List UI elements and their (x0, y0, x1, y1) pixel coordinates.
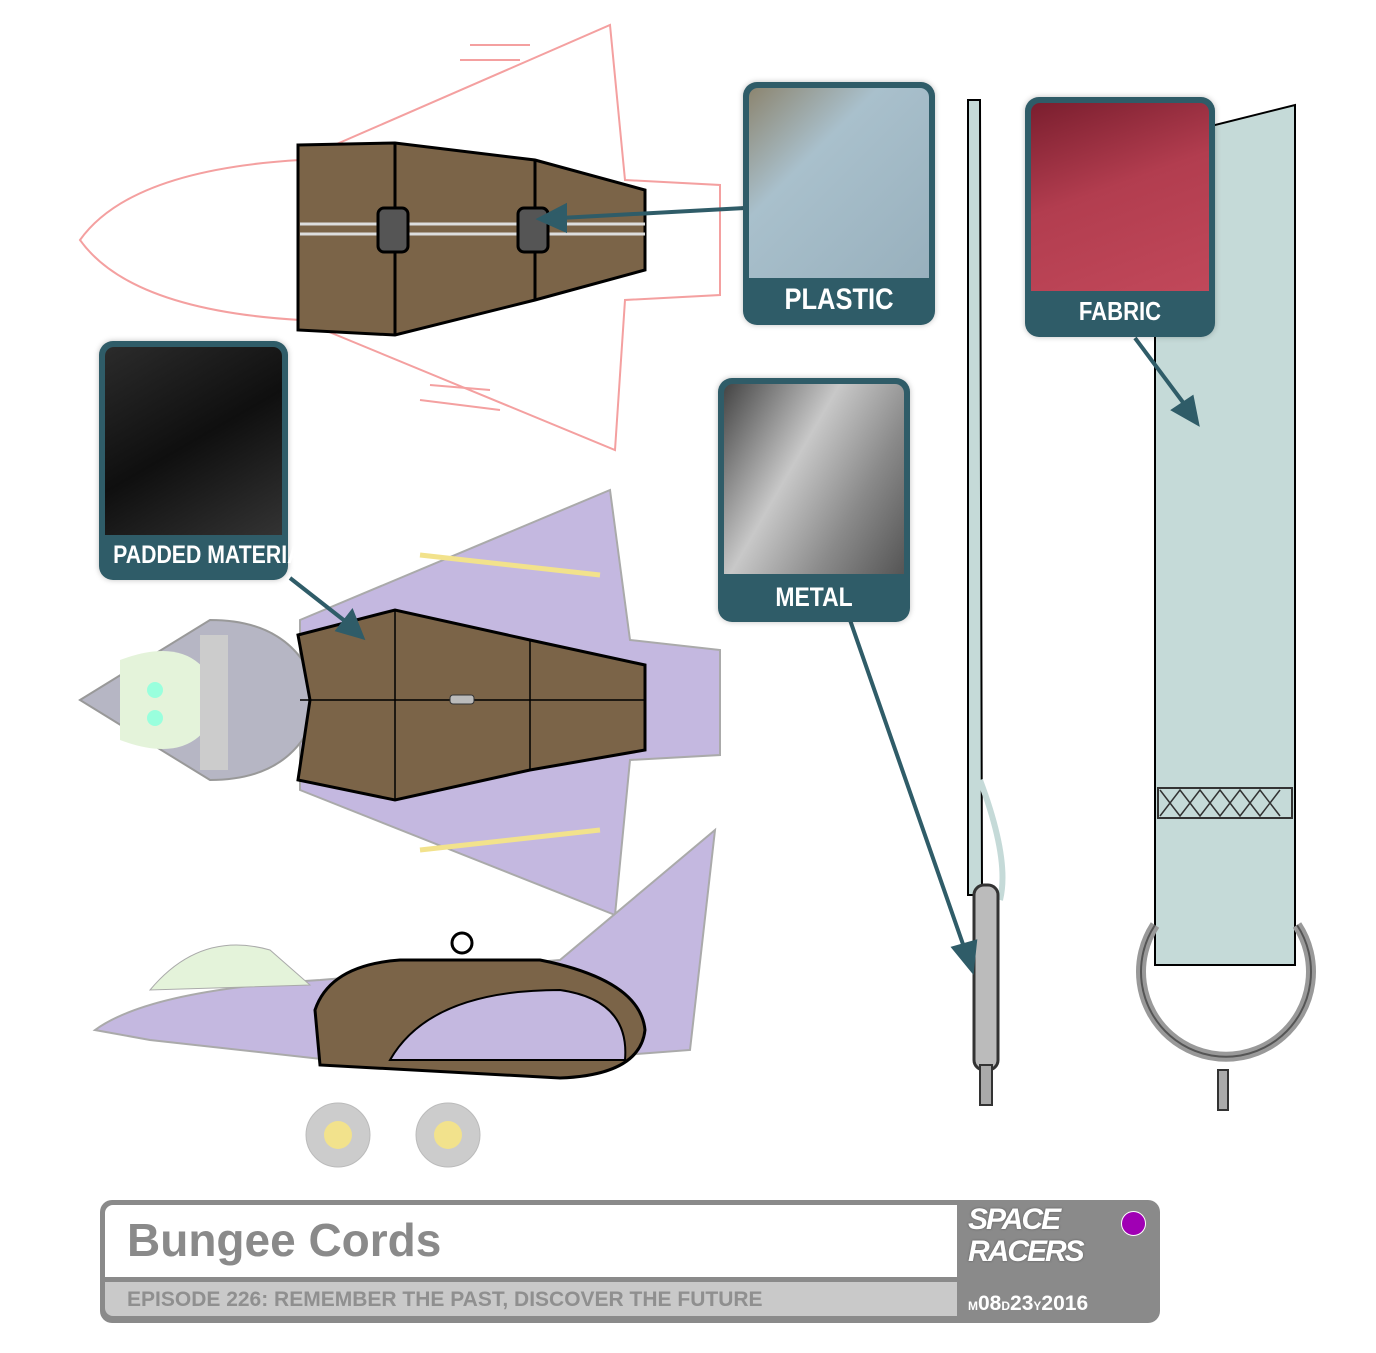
date-stamp: M08D23Y2016 (968, 1292, 1088, 1316)
callout-metal: METAL (718, 378, 910, 622)
sketch-ship-top (78, 23, 721, 452)
status-dot (1121, 1211, 1146, 1236)
callout-plastic: PLASTIC (743, 82, 935, 325)
ship-side-view (92, 827, 717, 1168)
padded-material-photo (105, 347, 282, 535)
fabric-photo (1031, 103, 1209, 291)
callout-fabric: FABRIC (1025, 97, 1215, 337)
episode-bar: EPISODE 226: REMEMBER THE PAST, DISCOVER… (105, 1282, 957, 1316)
day-label: D (1001, 1299, 1011, 1313)
bag-top-view (296, 141, 647, 337)
callout-label-plastic: PLASTIC (784, 283, 894, 316)
sheet-title: Bungee Cords (127, 1214, 442, 1266)
month: 08 (978, 1292, 1002, 1315)
space-racers-logo: SPACE RACERS (968, 1203, 1085, 1268)
callout-arrows (288, 202, 1200, 975)
callout-label-padded-material: PADDED MATERIAL (113, 541, 316, 569)
month-label: M (968, 1299, 978, 1313)
plastic-photo (749, 88, 929, 278)
callout-label-metal: METAL (775, 582, 853, 612)
year: 2016 (1041, 1292, 1089, 1315)
callout-padded-material: PADDED MATERIAL (99, 341, 316, 580)
title-block: Bungee Cords EPISODE 226: REMEMBER THE P… (100, 1200, 1160, 1323)
episode-text: EPISODE 226: REMEMBER THE PAST, DISCOVER… (127, 1288, 763, 1311)
ship-top-view (78, 488, 721, 917)
title-area: Bungee Cords (105, 1205, 957, 1277)
day: 23 (1010, 1292, 1034, 1315)
strap-metal-clip-view (967, 99, 1006, 1106)
year-label: Y (1033, 1299, 1042, 1313)
metal-photo (724, 384, 904, 574)
callout-label-fabric: FABRIC (1078, 296, 1162, 326)
